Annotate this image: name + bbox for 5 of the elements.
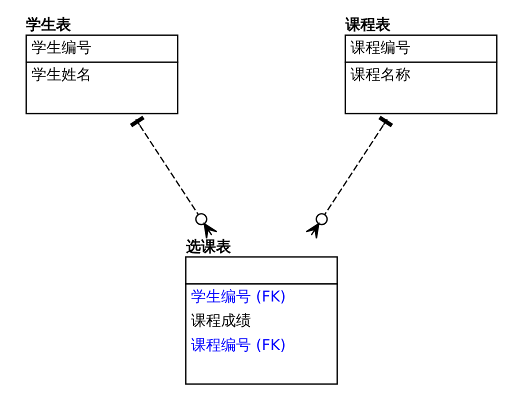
- connector: [306, 116, 394, 239]
- node-label: 选课表: [186, 237, 231, 256]
- connector: [130, 116, 218, 239]
- node-label: 学生表: [26, 16, 72, 34]
- node-label: 课程表: [345, 16, 390, 34]
